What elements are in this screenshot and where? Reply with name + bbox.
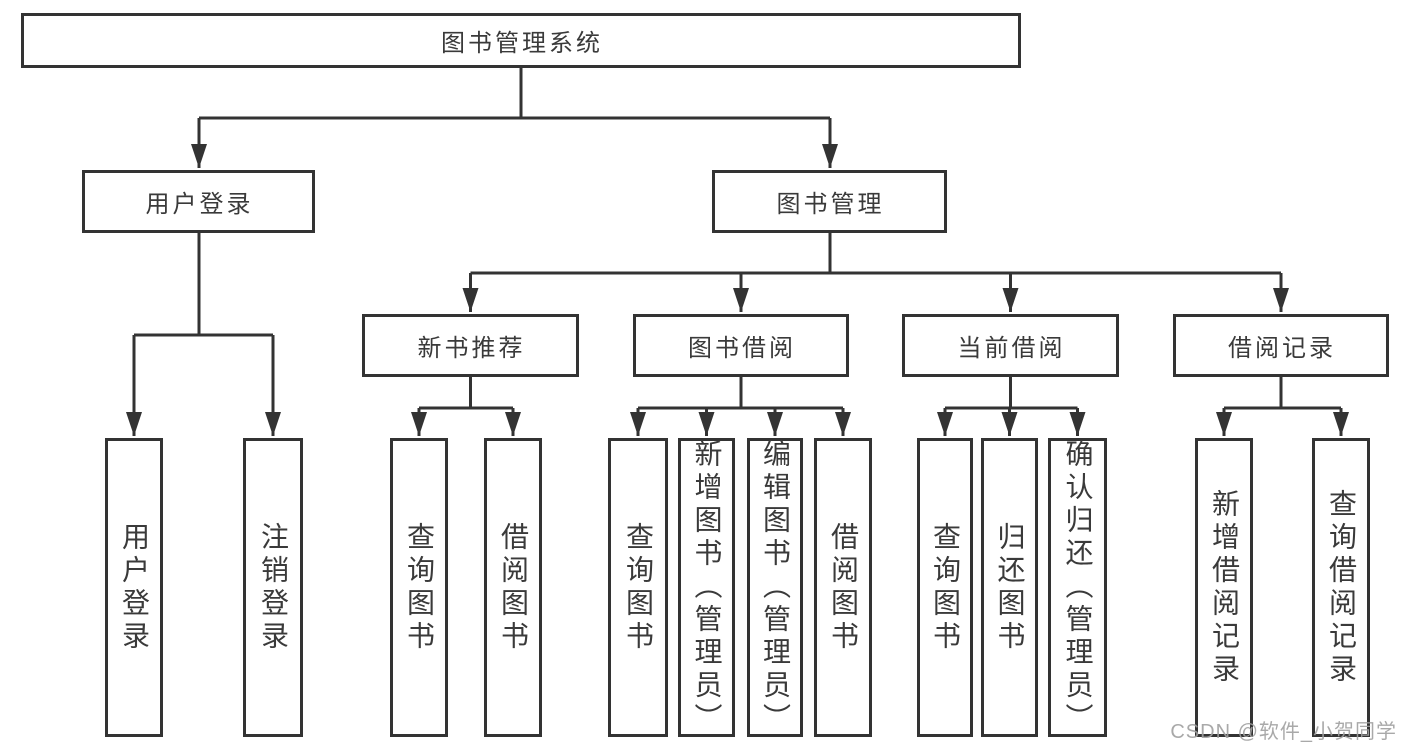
leaf-user-login: 用户登录 bbox=[105, 438, 163, 737]
node-label: 查询借阅记录 bbox=[1326, 488, 1357, 687]
leaf-query-books-recommend: 查询图书 bbox=[390, 438, 448, 737]
node-new-book-recommend: 新书推荐 bbox=[362, 314, 579, 377]
node-label: 新增借阅记录 bbox=[1209, 488, 1240, 687]
node-label: 新书推荐 bbox=[417, 335, 526, 362]
leaf-add-book-admin: 新增图书（管理员） bbox=[678, 438, 735, 737]
leaf-edit-book-admin: 编辑图书（管理员） bbox=[747, 438, 803, 737]
leaf-return-books: 归还图书 bbox=[981, 438, 1038, 737]
node-label: 用户登录 bbox=[145, 191, 254, 218]
node-label: 查询图书 bbox=[404, 521, 435, 654]
node-label: 当前借阅 bbox=[957, 335, 1066, 362]
leaf-logout: 注销登录 bbox=[243, 438, 303, 737]
leaf-query-borrow-record: 查询借阅记录 bbox=[1312, 438, 1370, 737]
node-label: 图书借阅 bbox=[688, 335, 796, 362]
node-label: 用户登录 bbox=[119, 521, 150, 654]
node-label: 新增图书（管理员） bbox=[691, 439, 723, 736]
node-label: 图书管理系统 bbox=[441, 30, 603, 57]
node-label: 借阅记录 bbox=[1228, 335, 1336, 362]
leaf-add-borrow-record: 新增借阅记录 bbox=[1195, 438, 1253, 737]
node-label: 查询图书 bbox=[623, 521, 654, 654]
node-label: 查询图书 bbox=[930, 521, 961, 654]
node-book-management: 图书管理 bbox=[712, 170, 947, 233]
node-label: 图书管理 bbox=[776, 191, 885, 218]
node-book-borrow: 图书借阅 bbox=[633, 314, 849, 377]
node-label: 借阅图书 bbox=[498, 521, 529, 654]
node-root: 图书管理系统 bbox=[21, 13, 1021, 68]
csdn-watermark: CSDN @软件_小贺同学 bbox=[1170, 721, 1397, 743]
leaf-query-books-borrow: 查询图书 bbox=[608, 438, 668, 737]
node-label: 借阅图书 bbox=[828, 521, 859, 654]
node-label: 编辑图书（管理员） bbox=[760, 439, 791, 736]
leaf-borrow-books-recommend: 借阅图书 bbox=[484, 438, 542, 737]
leaf-query-books-current: 查询图书 bbox=[917, 438, 973, 737]
leaf-borrow-books: 借阅图书 bbox=[814, 438, 872, 737]
node-label: 归还图书 bbox=[994, 521, 1026, 654]
node-borrow-records: 借阅记录 bbox=[1173, 314, 1389, 377]
leaf-confirm-return-admin: 确认归还（管理员） bbox=[1048, 438, 1107, 737]
node-label: 确认归还（管理员） bbox=[1062, 439, 1094, 736]
node-current-borrow: 当前借阅 bbox=[902, 314, 1119, 377]
node-label: 注销登录 bbox=[258, 521, 289, 654]
node-user-login: 用户登录 bbox=[82, 170, 315, 233]
connector-arrows bbox=[126, 118, 1349, 436]
